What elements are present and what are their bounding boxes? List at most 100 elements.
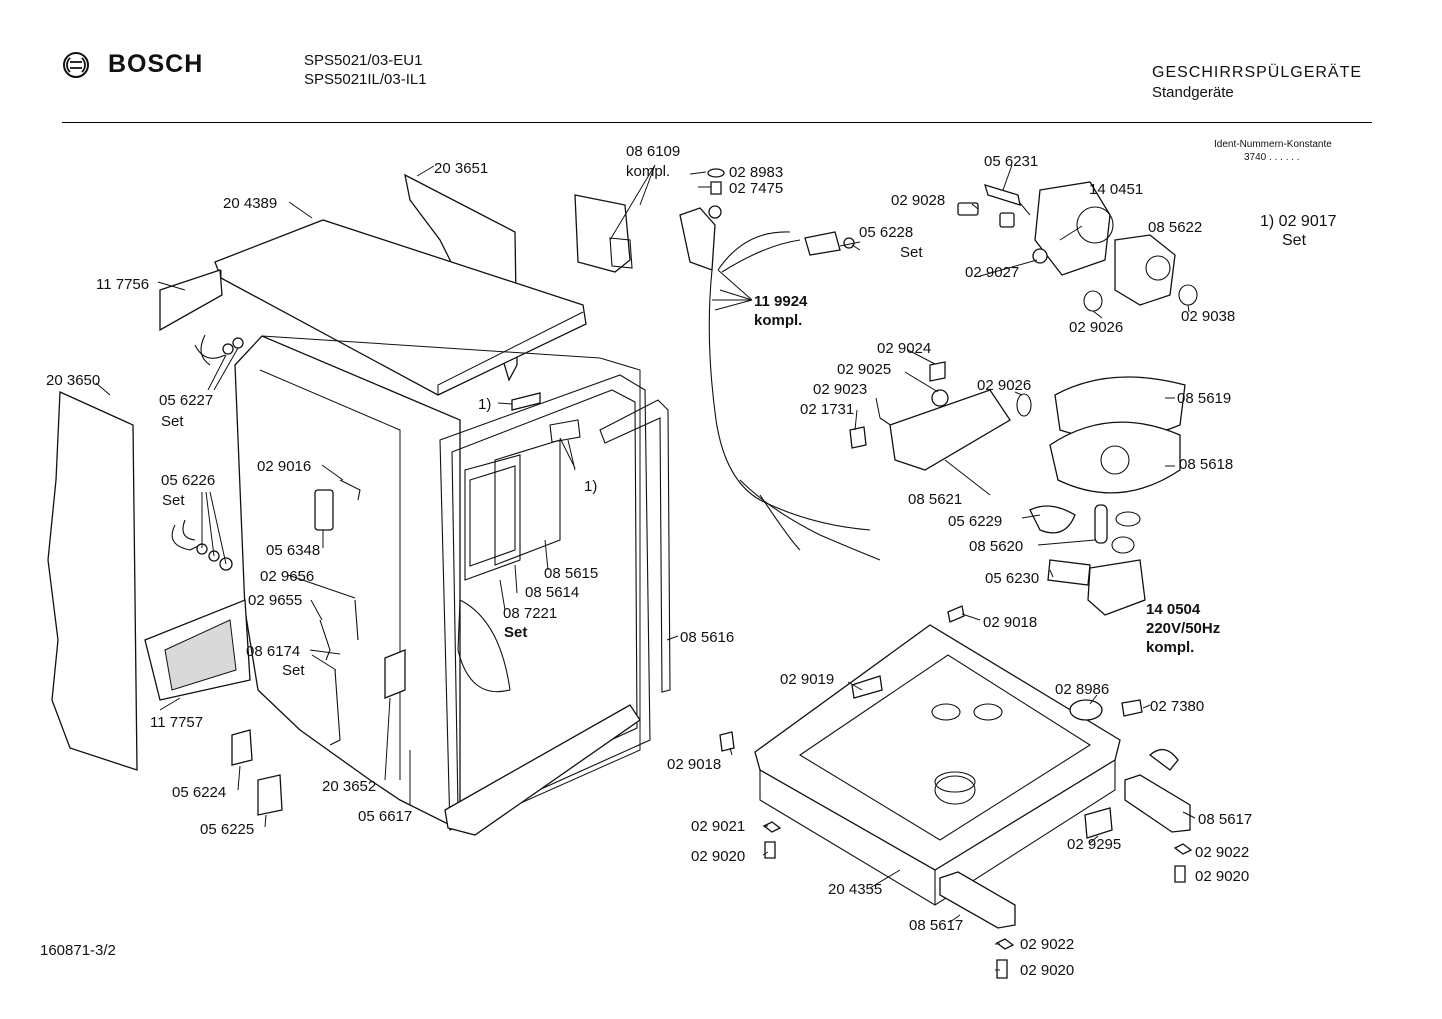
part-label: 08 5614 (525, 584, 579, 601)
leader-lines (95, 164, 1196, 971)
pump-group (849, 181, 1198, 616)
footnote: 1) 02 9017 Set (1260, 212, 1337, 250)
category-title: GESCHIRRSPÜLGERÄTE (1152, 64, 1363, 81)
ident-value: 3740 . . . . . . (1244, 152, 1300, 163)
part-label: kompl. (754, 312, 802, 329)
pump-housing-shape (1114, 234, 1176, 306)
part-label: 08 5621 (908, 491, 962, 508)
part-label: Set (282, 662, 305, 679)
model-list: SPS5021/03-EU1 SPS5021IL/03-IL1 (304, 51, 427, 89)
part-label: 02 9020 (691, 848, 745, 865)
part-label: 20 3650 (46, 372, 100, 389)
part-label: 08 5622 (1148, 219, 1202, 236)
side-panel-shape (47, 391, 138, 771)
door-frame-shape (439, 374, 651, 831)
part-label: Set (162, 492, 185, 509)
part-label: 05 6227 (159, 392, 213, 409)
bracket-117756-shape (159, 269, 223, 332)
base-group (719, 605, 1193, 979)
part-label: 05 6231 (984, 153, 1038, 170)
part-label: 02 8986 (1055, 681, 1109, 698)
category-block: GESCHIRRSPÜLGERÄTE Standgeräte (1152, 63, 1362, 103)
part-label: 02 9295 (1067, 836, 1121, 853)
part-label: 11 9924 (754, 293, 808, 310)
part-label: 08 6174 (246, 643, 300, 660)
part-label: 05 6348 (266, 542, 320, 559)
part-label: Set (504, 624, 527, 641)
part-label: 02 9024 (877, 340, 931, 357)
part-label: 02 9018 (667, 756, 721, 773)
part-label: 1) (584, 478, 597, 495)
part-label: 08 5618 (1179, 456, 1233, 473)
pump-motor-shape (1034, 181, 1111, 276)
part-label: 02 9027 (965, 264, 1019, 281)
part-label: 02 9019 (780, 671, 834, 688)
part-label: 14 0451 (1089, 181, 1143, 198)
part-label: 02 7475 (729, 180, 783, 197)
part-label: 02 9026 (977, 377, 1031, 394)
part-label: 220V/50Hz (1146, 620, 1220, 637)
brand-name: BOSCH (108, 50, 204, 78)
part-labels: 20 3651 20 4389 11 7756 20 3650 05 6227 … (46, 143, 1252, 979)
part-label: 02 9021 (691, 818, 745, 835)
part-label: 05 6617 (358, 808, 412, 825)
part-label: 02 9656 (260, 568, 314, 585)
part-label: 20 4389 (223, 195, 277, 212)
document-number: 160871-3/2 (40, 942, 116, 959)
hose-bundle-shape (708, 269, 871, 531)
part-label: 02 8983 (729, 164, 783, 181)
part-label: kompl. (626, 163, 670, 180)
heater-housing-shape (889, 389, 1011, 471)
bosch-logo-icon (63, 51, 89, 78)
part-label: 08 7221 (503, 605, 557, 622)
part-label: 08 5615 (544, 565, 598, 582)
part-label: 05 6226 (161, 472, 215, 489)
part-label: 20 3652 (322, 778, 376, 795)
part-label: 08 5616 (680, 629, 734, 646)
part-label: 05 6230 (985, 570, 1039, 587)
ident-label: Ident-Nummern-Konstante (1214, 139, 1332, 150)
part-label: 02 9020 (1020, 962, 1074, 979)
part-label: 02 9018 (983, 614, 1037, 631)
part-label: 08 5620 (969, 538, 1023, 555)
part-label: 05 6225 (200, 821, 254, 838)
part-label: kompl. (1146, 639, 1194, 656)
cabinet-body-shape (234, 335, 461, 832)
footnote-part: 1) 02 9017 (1260, 213, 1337, 230)
model-number: SPS5021IL/03-IL1 (304, 71, 427, 88)
part-label: Set (900, 244, 923, 261)
part-label: 02 9022 (1195, 844, 1249, 861)
cabinet-group (47, 173, 671, 836)
plinth-shape (444, 704, 641, 836)
part-label: 02 9038 (1181, 308, 1235, 325)
part-label: 11 7757 (150, 714, 203, 731)
part-label: 02 9655 (248, 592, 302, 609)
category-subtitle: Standgeräte (1152, 84, 1234, 101)
part-label: 20 4355 (828, 881, 882, 898)
model-number: SPS5021/03-EU1 (304, 52, 423, 69)
part-label: 14 0504 (1146, 601, 1201, 618)
part-label: 02 9025 (837, 361, 891, 378)
part-label: 05 6229 (948, 513, 1002, 530)
drain-pump-shape (1087, 559, 1146, 616)
footnote-set: Set (1282, 232, 1307, 249)
ident-block: Ident-Nummern-Konstante 3740 . . . . . . (1214, 138, 1332, 164)
part-label: 02 1731 (800, 401, 854, 418)
part-label: 08 6109 (626, 143, 680, 160)
part-label: 05 6224 (172, 784, 226, 801)
part-label: 02 7380 (1150, 698, 1204, 715)
part-label: 1) (478, 396, 491, 413)
part-label: 08 5619 (1177, 390, 1231, 407)
part-label: 02 9016 (257, 458, 311, 475)
part-label: 02 9023 (813, 381, 867, 398)
part-label: 08 5617 (909, 917, 963, 934)
part-label: 08 5617 (1198, 811, 1252, 828)
brand-block: BOSCH (62, 50, 203, 79)
part-label: 11 7756 (96, 276, 149, 293)
part-label: 20 3651 (434, 160, 488, 177)
part-label: Set (161, 413, 184, 430)
part-label: 02 9028 (891, 192, 945, 209)
part-label: 05 6228 (859, 224, 913, 241)
aquastop-box-shape (574, 194, 631, 273)
